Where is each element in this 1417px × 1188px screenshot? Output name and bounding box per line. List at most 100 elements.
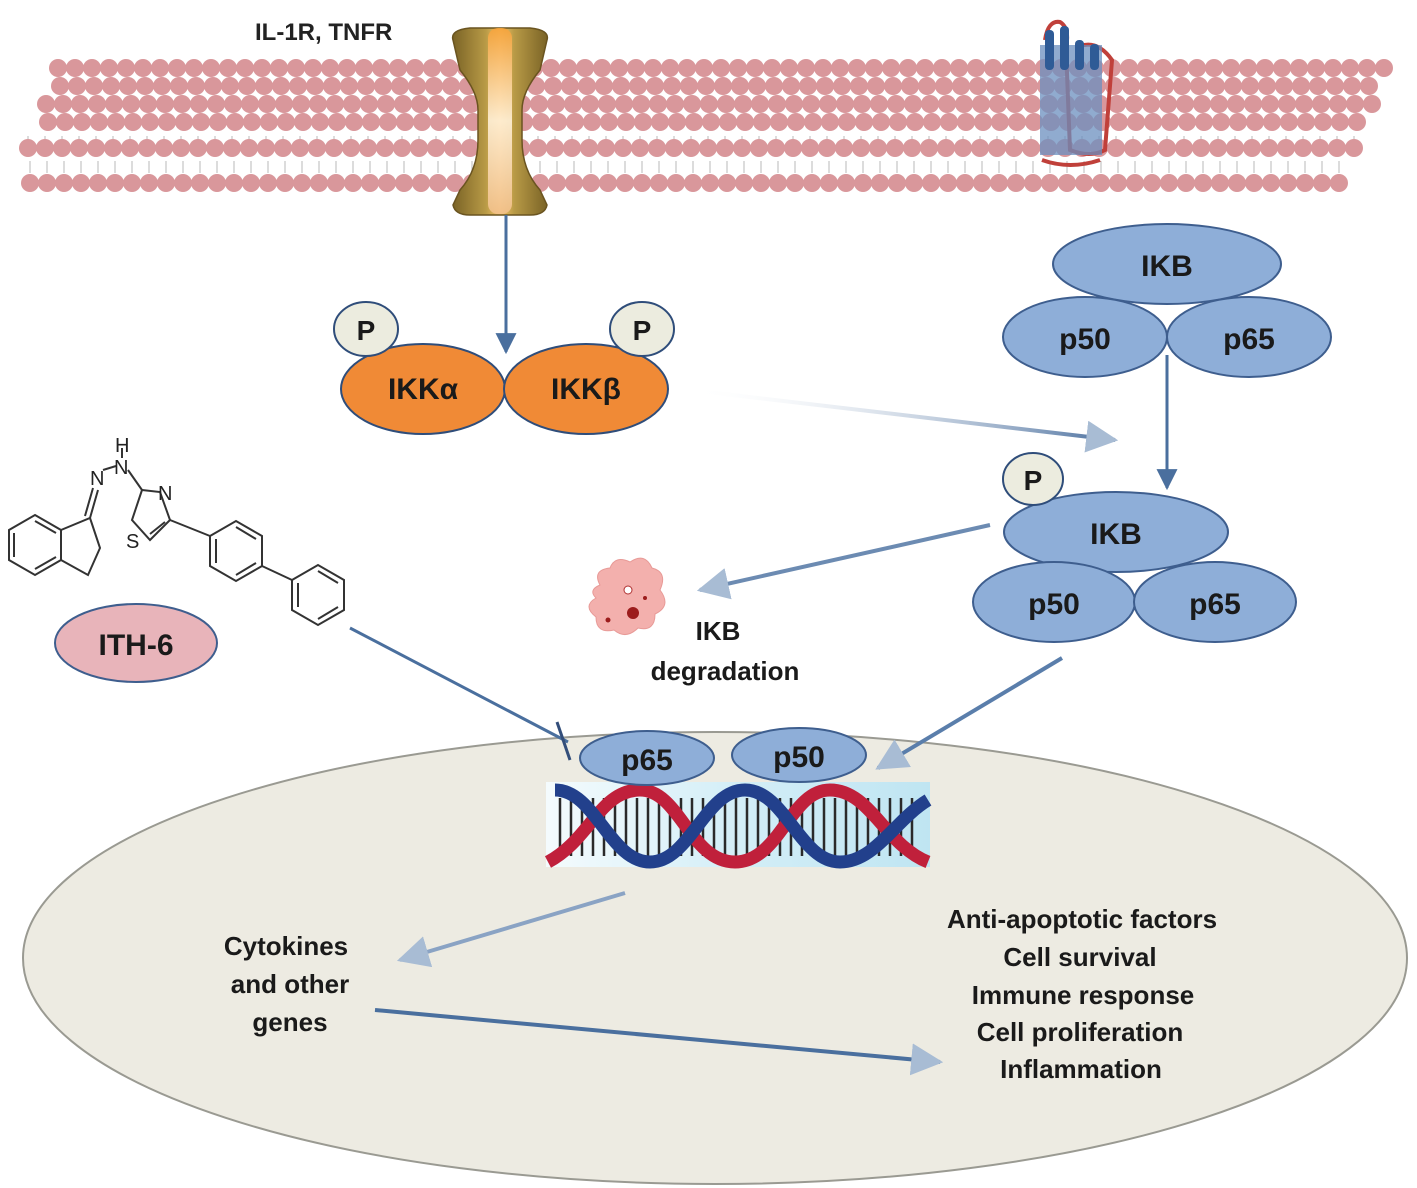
- lipid-head: [974, 113, 992, 131]
- lipid-head: [835, 139, 853, 157]
- p65-protein: [1166, 296, 1332, 378]
- lipid-head: [117, 59, 135, 77]
- lipid-head: [751, 95, 769, 113]
- lipid-head: [1278, 95, 1296, 113]
- lipid-head: [580, 139, 598, 157]
- lipid-head: [1313, 174, 1331, 192]
- ikb-protein: [1052, 223, 1282, 305]
- lipid-head: [986, 77, 1004, 95]
- lipid-head: [158, 113, 176, 131]
- lipid-head: [259, 174, 277, 192]
- lipid-head: [969, 77, 987, 95]
- lipid-head: [36, 139, 54, 157]
- lipid-head: [886, 139, 904, 157]
- lipid-head: [1126, 174, 1144, 192]
- lipid-head: [559, 59, 577, 77]
- phospho-badge-ikk-alpha: [333, 301, 399, 357]
- lipid-head: [1244, 95, 1262, 113]
- lipid-head: [374, 77, 392, 95]
- lipid-head: [933, 59, 951, 77]
- nucleus: [22, 731, 1408, 1185]
- lipid-head: [106, 174, 124, 192]
- arrow-to-nucleus: [875, 656, 1064, 770]
- lipid-head: [1345, 139, 1363, 157]
- lipid-head: [1212, 113, 1230, 131]
- lipid-head: [1256, 59, 1274, 77]
- lipid-head: [345, 113, 363, 131]
- ikk-alpha-label: IKKα: [388, 373, 459, 406]
- lipid-head: [984, 59, 1002, 77]
- lipid-head: [940, 113, 958, 131]
- lipid-head: [871, 174, 889, 192]
- atom-s: S: [126, 531, 139, 553]
- lipid-head: [838, 113, 856, 131]
- lipid-head: [1229, 113, 1247, 131]
- lipid-head: [700, 95, 718, 113]
- lipid-head: [440, 59, 458, 77]
- lipid-head: [258, 95, 276, 113]
- lipid-head: [1020, 77, 1038, 95]
- arrow-to-degradation: [696, 523, 991, 600]
- lipid-head: [104, 139, 122, 157]
- ith6-atom-labels: H N N N S: [90, 435, 172, 553]
- lipid-head: [411, 95, 429, 113]
- lipid-head: [1023, 95, 1041, 113]
- lipid-head: [1025, 113, 1043, 131]
- lipid-head: [1260, 139, 1278, 157]
- lipid-head: [361, 174, 379, 192]
- atom-n: N: [158, 483, 172, 505]
- lipid-head: [661, 59, 679, 77]
- lipid-head: [275, 95, 293, 113]
- lipid-head: [389, 59, 407, 77]
- lipid-head: [1154, 59, 1172, 77]
- lipid-head: [1209, 139, 1227, 157]
- lipid-head: [819, 95, 837, 113]
- phospho-badge-ikb: [1002, 452, 1064, 506]
- outcome-item: Anti-apoptotic factors: [947, 904, 1217, 934]
- lipid-head: [952, 77, 970, 95]
- lipid-head: [1022, 139, 1040, 157]
- lipid-head: [901, 77, 919, 95]
- lipid-head: [260, 113, 278, 131]
- lipid-head: [1193, 95, 1211, 113]
- lipid-head: [294, 113, 312, 131]
- lipid-head: [174, 174, 192, 192]
- lipid-head: [377, 95, 395, 113]
- lipid-head: [831, 59, 849, 77]
- lipid-head: [972, 95, 990, 113]
- lipid-head: [139, 95, 157, 113]
- lipid-head: [209, 113, 227, 131]
- lipid-head: [1246, 113, 1264, 131]
- lipid-head: [1258, 77, 1276, 95]
- lipid-head: [718, 174, 736, 192]
- lipid-head: [821, 113, 839, 131]
- lipid-head: [1142, 95, 1160, 113]
- proteasome-degradation-icon: [588, 557, 666, 635]
- lipid-head: [1144, 113, 1162, 131]
- lipid-head: [206, 139, 224, 157]
- lipid-head: [328, 113, 346, 131]
- lipid-head: [136, 77, 154, 95]
- lipid-head: [394, 95, 412, 113]
- lipid-head: [599, 174, 617, 192]
- lipid-head: [49, 59, 67, 77]
- lipid-head: [343, 95, 361, 113]
- lipid-head: [413, 113, 431, 131]
- lipid-head: [763, 59, 781, 77]
- lipid-head: [938, 95, 956, 113]
- atom-n: N: [90, 468, 104, 490]
- nuclear-p50-label: p50: [773, 741, 825, 774]
- lipid-head: [38, 174, 56, 192]
- lipid-head: [633, 174, 651, 192]
- lipid-head: [1024, 174, 1042, 192]
- lipid-head: [1188, 59, 1206, 77]
- lipid-head: [71, 95, 89, 113]
- ikk-complex: IKKα IKKβ P P: [333, 301, 675, 435]
- lipid-head: [644, 59, 662, 77]
- lipid-head: [54, 95, 72, 113]
- lipid-head: [1006, 95, 1024, 113]
- lipid-head: [140, 174, 158, 192]
- lipid-head: [340, 77, 358, 95]
- lipid-head: [1194, 174, 1212, 192]
